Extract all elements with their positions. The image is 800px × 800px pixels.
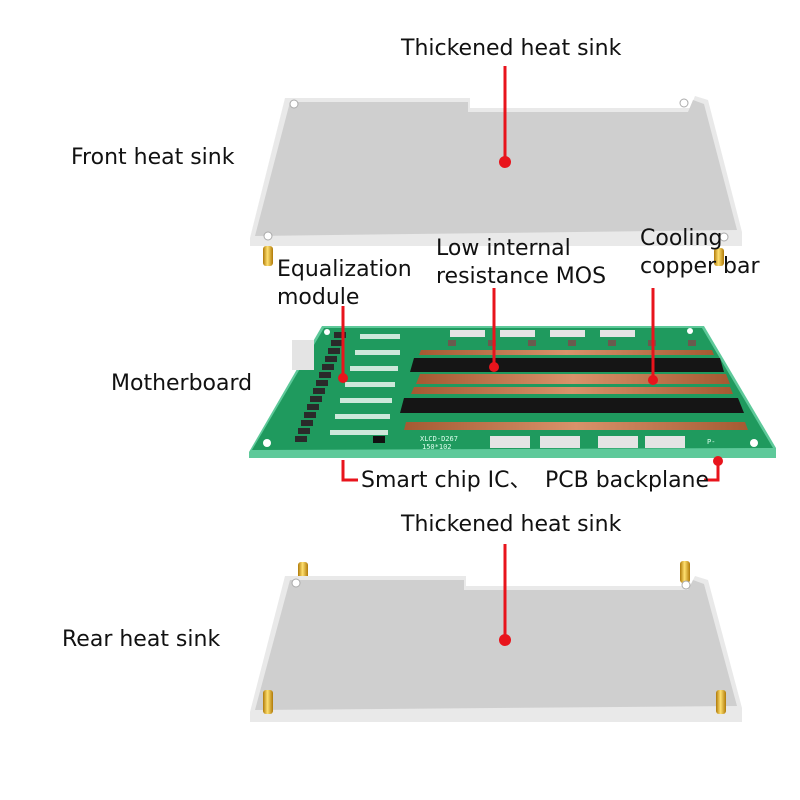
- mounting-hole: [263, 439, 271, 447]
- balance-resistors: [295, 332, 346, 442]
- pcb-model-text: XLCD-D267: [420, 435, 458, 443]
- front-heat-sink-plate: [255, 100, 737, 236]
- standoff-pin: [680, 561, 690, 583]
- small-components: [330, 334, 400, 435]
- label-mos-line1: Low internal: [436, 236, 571, 261]
- motherboard-pcb: XLCD-D267 150*102 P-: [249, 326, 776, 458]
- pcb-terminal-text: P-: [707, 438, 715, 446]
- copper-bar: [419, 350, 714, 355]
- rear-heat-sink-plate: [255, 580, 737, 710]
- label-motherboard: Motherboard: [111, 371, 252, 396]
- mounting-hole: [719, 232, 729, 242]
- label-front-thickened-heat-sink: Thickened heat sink: [400, 36, 622, 61]
- label-rear-heat-sink: Rear heat sink: [62, 627, 220, 652]
- connector: [292, 340, 314, 370]
- label-mos-line2: resistance MOS: [436, 264, 606, 289]
- standoff-pin: [716, 690, 726, 714]
- copper-bar: [404, 422, 748, 430]
- label-copper-line1: Cooling: [640, 226, 722, 251]
- label-pcb-backplane: PCB backplane: [545, 468, 709, 493]
- label-equalization-line2: module: [277, 285, 359, 310]
- callout-lines: [338, 66, 723, 646]
- mounting-hole: [679, 98, 689, 108]
- mosfet-row: [410, 358, 724, 372]
- terminal-pads: [450, 330, 685, 448]
- mounting-hole: [291, 578, 301, 588]
- mounting-hole: [324, 329, 330, 335]
- smart-chip-ic: [373, 436, 385, 443]
- mosfet-row: [400, 398, 744, 413]
- label-front-heat-sink: Front heat sink: [71, 145, 235, 170]
- mounting-hole: [681, 580, 691, 590]
- label-equalization-line1: Equalization: [277, 257, 412, 282]
- mounting-hole: [263, 231, 273, 241]
- mounting-hole: [750, 439, 758, 447]
- pcb-size-text: 150*102: [422, 443, 452, 451]
- standoff-pin: [263, 246, 273, 266]
- copper-bar: [411, 387, 733, 394]
- rear-heat-sink: [250, 576, 742, 722]
- label-rear-thickened-heat-sink: Thickened heat sink: [400, 512, 622, 537]
- label-smart-chip-ic: Smart chip IC、: [361, 468, 532, 493]
- mounting-hole: [289, 99, 299, 109]
- standoff-pin: [263, 690, 273, 714]
- mounting-hole: [687, 328, 693, 334]
- copper-bar: [416, 374, 730, 384]
- label-copper-line2: copper bar: [640, 254, 761, 279]
- front-heat-sink: [250, 96, 742, 246]
- standoff-pin: [714, 248, 724, 266]
